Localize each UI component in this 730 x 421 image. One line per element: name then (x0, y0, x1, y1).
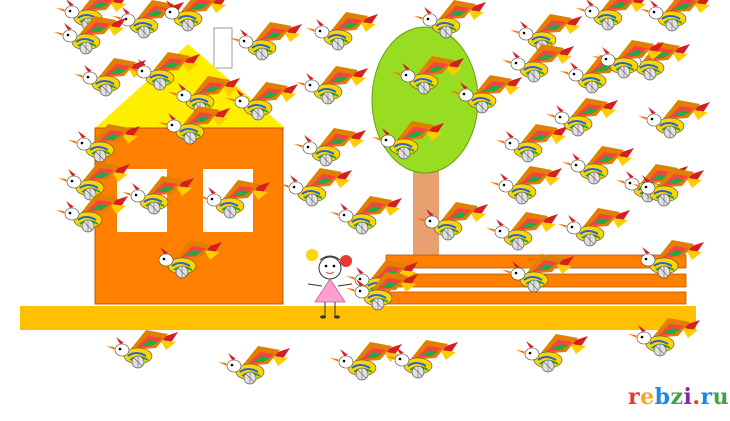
bird-icon (639, 0, 713, 32)
bird-icon (561, 145, 635, 185)
bird-icon (329, 195, 403, 235)
house-icon (94, 27, 285, 305)
bird-icon (631, 239, 705, 279)
bird-icon (575, 0, 649, 31)
bird-icon (229, 21, 303, 61)
bird-icon (53, 15, 127, 55)
watermark-letter: z (670, 384, 684, 410)
bird-icon (293, 127, 367, 167)
bird-icon (485, 211, 559, 251)
bird-icon (489, 165, 563, 205)
bird-icon (329, 341, 403, 381)
fence-icon (385, 254, 687, 305)
watermark-logo: rebzi.ru (628, 384, 729, 410)
bird-icon (495, 123, 569, 163)
watermark-letter: r (628, 384, 641, 410)
bird-icon (73, 57, 147, 97)
bird-icon (637, 99, 711, 139)
bird-icon (557, 207, 631, 247)
house-roof (95, 44, 285, 128)
watermark-letter: r (700, 384, 713, 410)
bird-icon (631, 167, 705, 207)
bird-icon (279, 167, 353, 207)
watermark-letter: i (683, 384, 693, 410)
bird-icon (501, 43, 575, 83)
bird-icon (385, 339, 459, 379)
bird-icon (305, 11, 379, 51)
bird-icon (217, 345, 291, 385)
bird-icon (515, 333, 589, 373)
bird-icon (105, 329, 179, 369)
ground-strip (20, 306, 696, 330)
watermark-letter: u (712, 384, 730, 410)
watermark-letter: b (654, 384, 671, 410)
girl-icon (306, 249, 353, 319)
bird-icon (295, 65, 369, 105)
house-chimney (213, 27, 233, 69)
watermark-letter: e (640, 384, 655, 410)
watermark-letter: . (692, 384, 701, 410)
